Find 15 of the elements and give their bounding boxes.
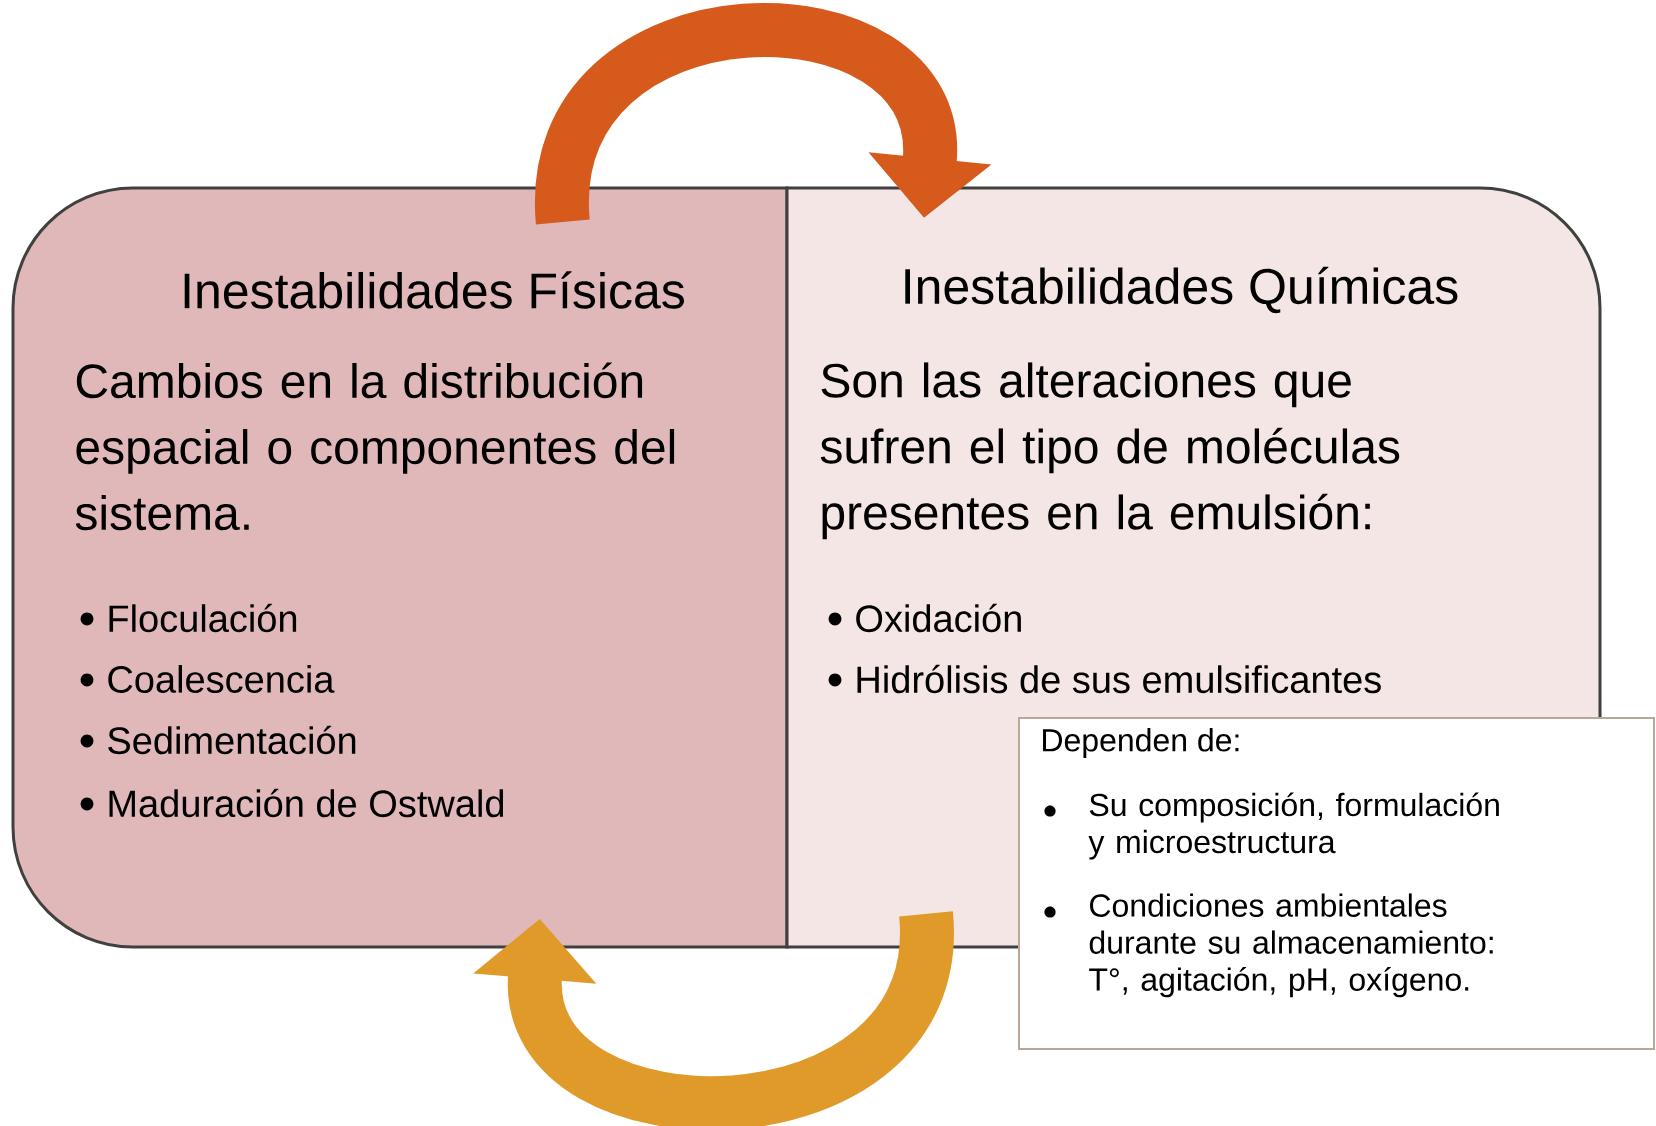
bullet-item: Oxidación <box>828 603 1021 633</box>
bullet-item: Condiciones ambientales durante su almacenamiento: T°, agitación, pH, oxígeno. <box>1044 893 1493 998</box>
bullet-item: Sedimentación <box>80 725 356 755</box>
bullet-item: Coalescencia <box>80 665 335 693</box>
bullet-item: Su composición, formulación y microestructura <box>1044 792 1499 860</box>
bullet-item: Floculación <box>80 603 297 633</box>
panel <box>11 186 789 949</box>
bullet-item: Hidrólisis de sus emulsificantes <box>828 664 1381 694</box>
panel-heading: Inestabilidades Químicas <box>905 266 1458 314</box>
panel-heading: Inestabilidades Físicas <box>184 271 684 309</box>
description-text: Son las alteraciones que sufren el tipo de moléculas presentes en la emulsión: <box>820 362 1400 540</box>
callout-heading: Dependen de: <box>1043 728 1239 758</box>
callout-box <box>1018 717 1655 1050</box>
description-text: Cambios en la distribución espacial o componentes del sistema. <box>75 362 675 531</box>
bullet-item: Maduración de Ostwald <box>80 788 504 818</box>
